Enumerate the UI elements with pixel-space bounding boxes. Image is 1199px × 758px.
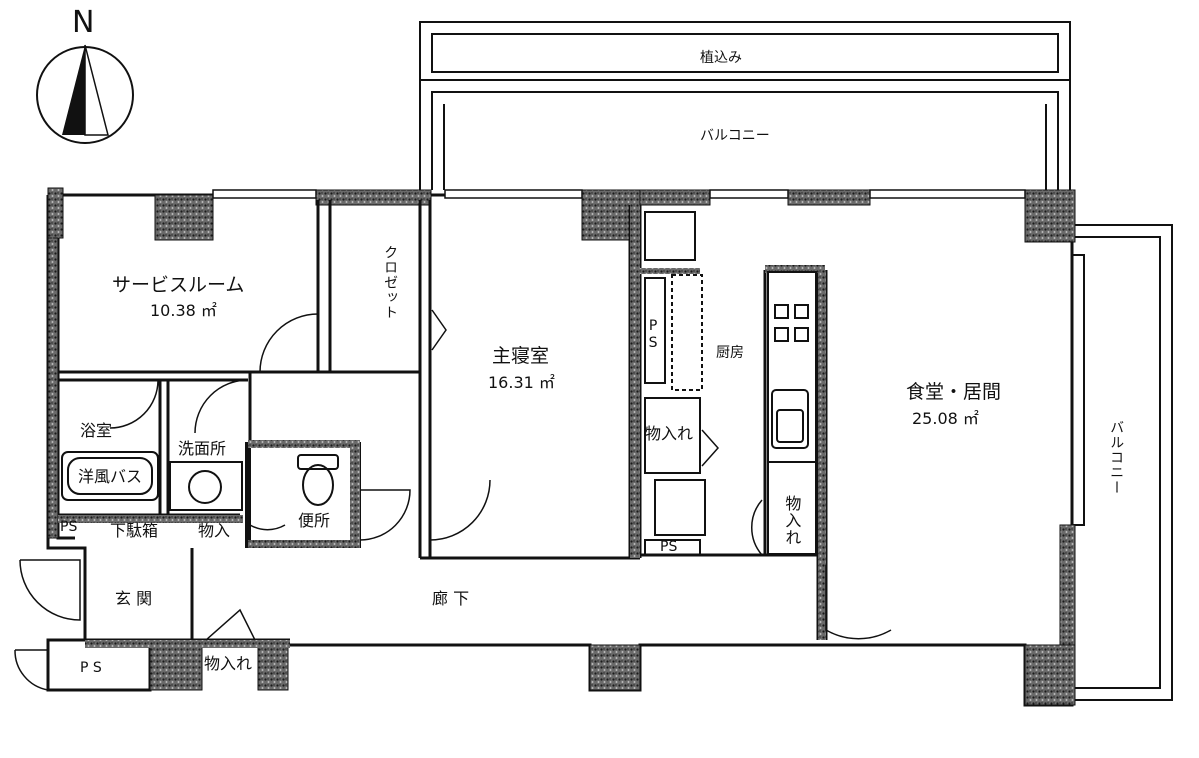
toilet-icon	[297, 454, 339, 506]
entrance-label: 玄 関	[115, 589, 153, 608]
windows-top	[212, 189, 1026, 199]
balcony-right-label: バルコニー	[1108, 420, 1125, 495]
bath-label: 浴室	[80, 421, 113, 440]
stove-burners-icon	[774, 304, 809, 342]
dining-living-area: 25.08 ㎡	[912, 409, 979, 428]
washbasin-icon	[169, 461, 243, 511]
western-bath-label: 洋風バス	[78, 467, 143, 486]
ps-entrance-label: P S	[80, 660, 102, 676]
storage-small-label: 物入	[198, 521, 231, 540]
kitchen-label: 厨房	[716, 345, 744, 361]
ps-kitchen-label: PS	[660, 539, 678, 555]
balcony-top-label: バルコニー	[700, 128, 770, 144]
compass-north-label: N	[72, 5, 95, 40]
planter-outline	[419, 21, 1071, 81]
washroom-label: 洗面所	[178, 439, 227, 458]
storage-bedroom-label: 物入れ	[645, 424, 694, 443]
planter-label: 植込み	[700, 50, 742, 66]
service-room-area: 10.38 ㎡	[150, 301, 217, 320]
closet-label: クロゼット	[382, 245, 399, 320]
storage-entrance-label: 物入れ	[204, 654, 253, 673]
master-bedroom-area: 16.31 ㎡	[488, 373, 555, 392]
thick-hatched-walls	[58, 205, 826, 648]
dining-living-label: 食堂・居間	[906, 381, 1002, 403]
ps-bath-label: PS	[60, 519, 78, 535]
toilet-label: 便所	[298, 511, 331, 530]
door-swings	[14, 309, 892, 691]
kitchen-sink-icon	[771, 389, 809, 449]
structural-columns	[47, 187, 1076, 706]
balcony-top-outline	[419, 79, 1071, 190]
service-room-label: サービスルーム	[112, 274, 245, 296]
shoe-box-label: 下駄箱	[110, 521, 159, 540]
north-compass-icon	[36, 44, 134, 144]
bathtub-icon	[61, 451, 159, 501]
ps-kitchen-vertical-label: PS	[645, 318, 662, 352]
interior-walls	[58, 200, 828, 642]
kitchen-fixtures	[644, 211, 817, 556]
corridor-label: 廊 下	[432, 589, 470, 608]
storage-kitchen-label: 物入れ	[782, 495, 802, 546]
master-bedroom-label: 主寝室	[492, 345, 550, 367]
